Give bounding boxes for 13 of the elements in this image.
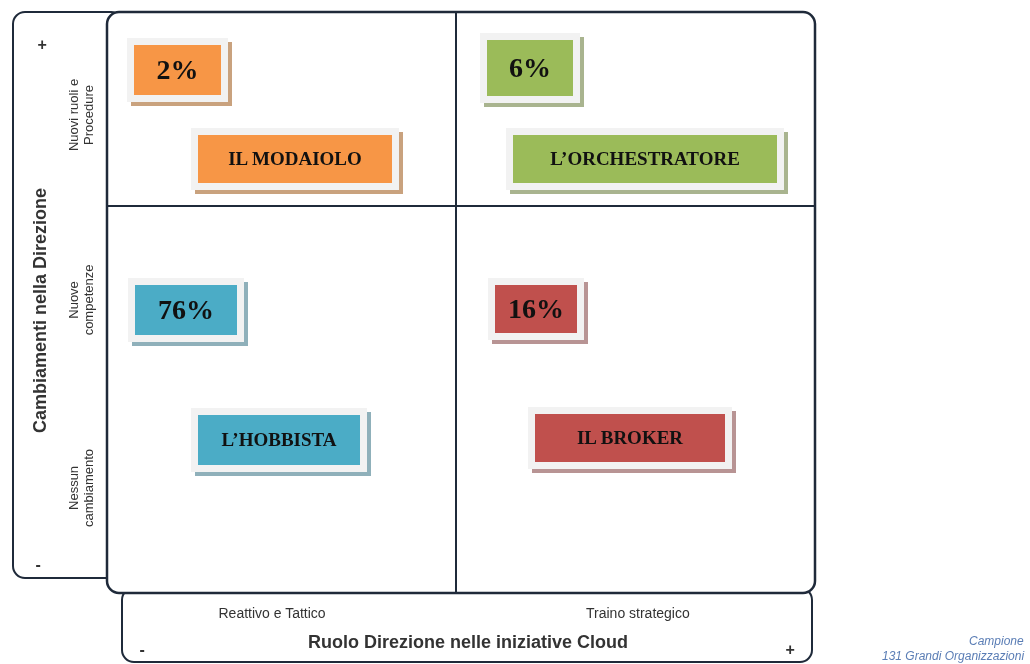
axis-level-label: Nuovi ruoli e Procedure — [67, 77, 97, 154]
axis-level-label: Nessun cambiamento — [67, 447, 97, 529]
axis-level-label: Traino strategico — [586, 605, 690, 621]
axis-level-label: Nuove competenze — [67, 263, 97, 338]
axis-sign: + — [785, 641, 795, 659]
axis-title: Ruolo Direzione nelle iniziative Cloud — [308, 631, 629, 653]
axis-sign: - — [35, 556, 41, 574]
axis-level-label: Reattivo e Tattico — [218, 605, 326, 621]
axis-title: Cambiamenti nella Direzione — [29, 187, 51, 433]
axis-sign: - — [139, 641, 145, 659]
sample-note: Campione — [969, 634, 1024, 648]
sample-note: 131 Grandi Organizzazioni — [882, 649, 1025, 663]
axis-sign: + — [37, 36, 47, 54]
